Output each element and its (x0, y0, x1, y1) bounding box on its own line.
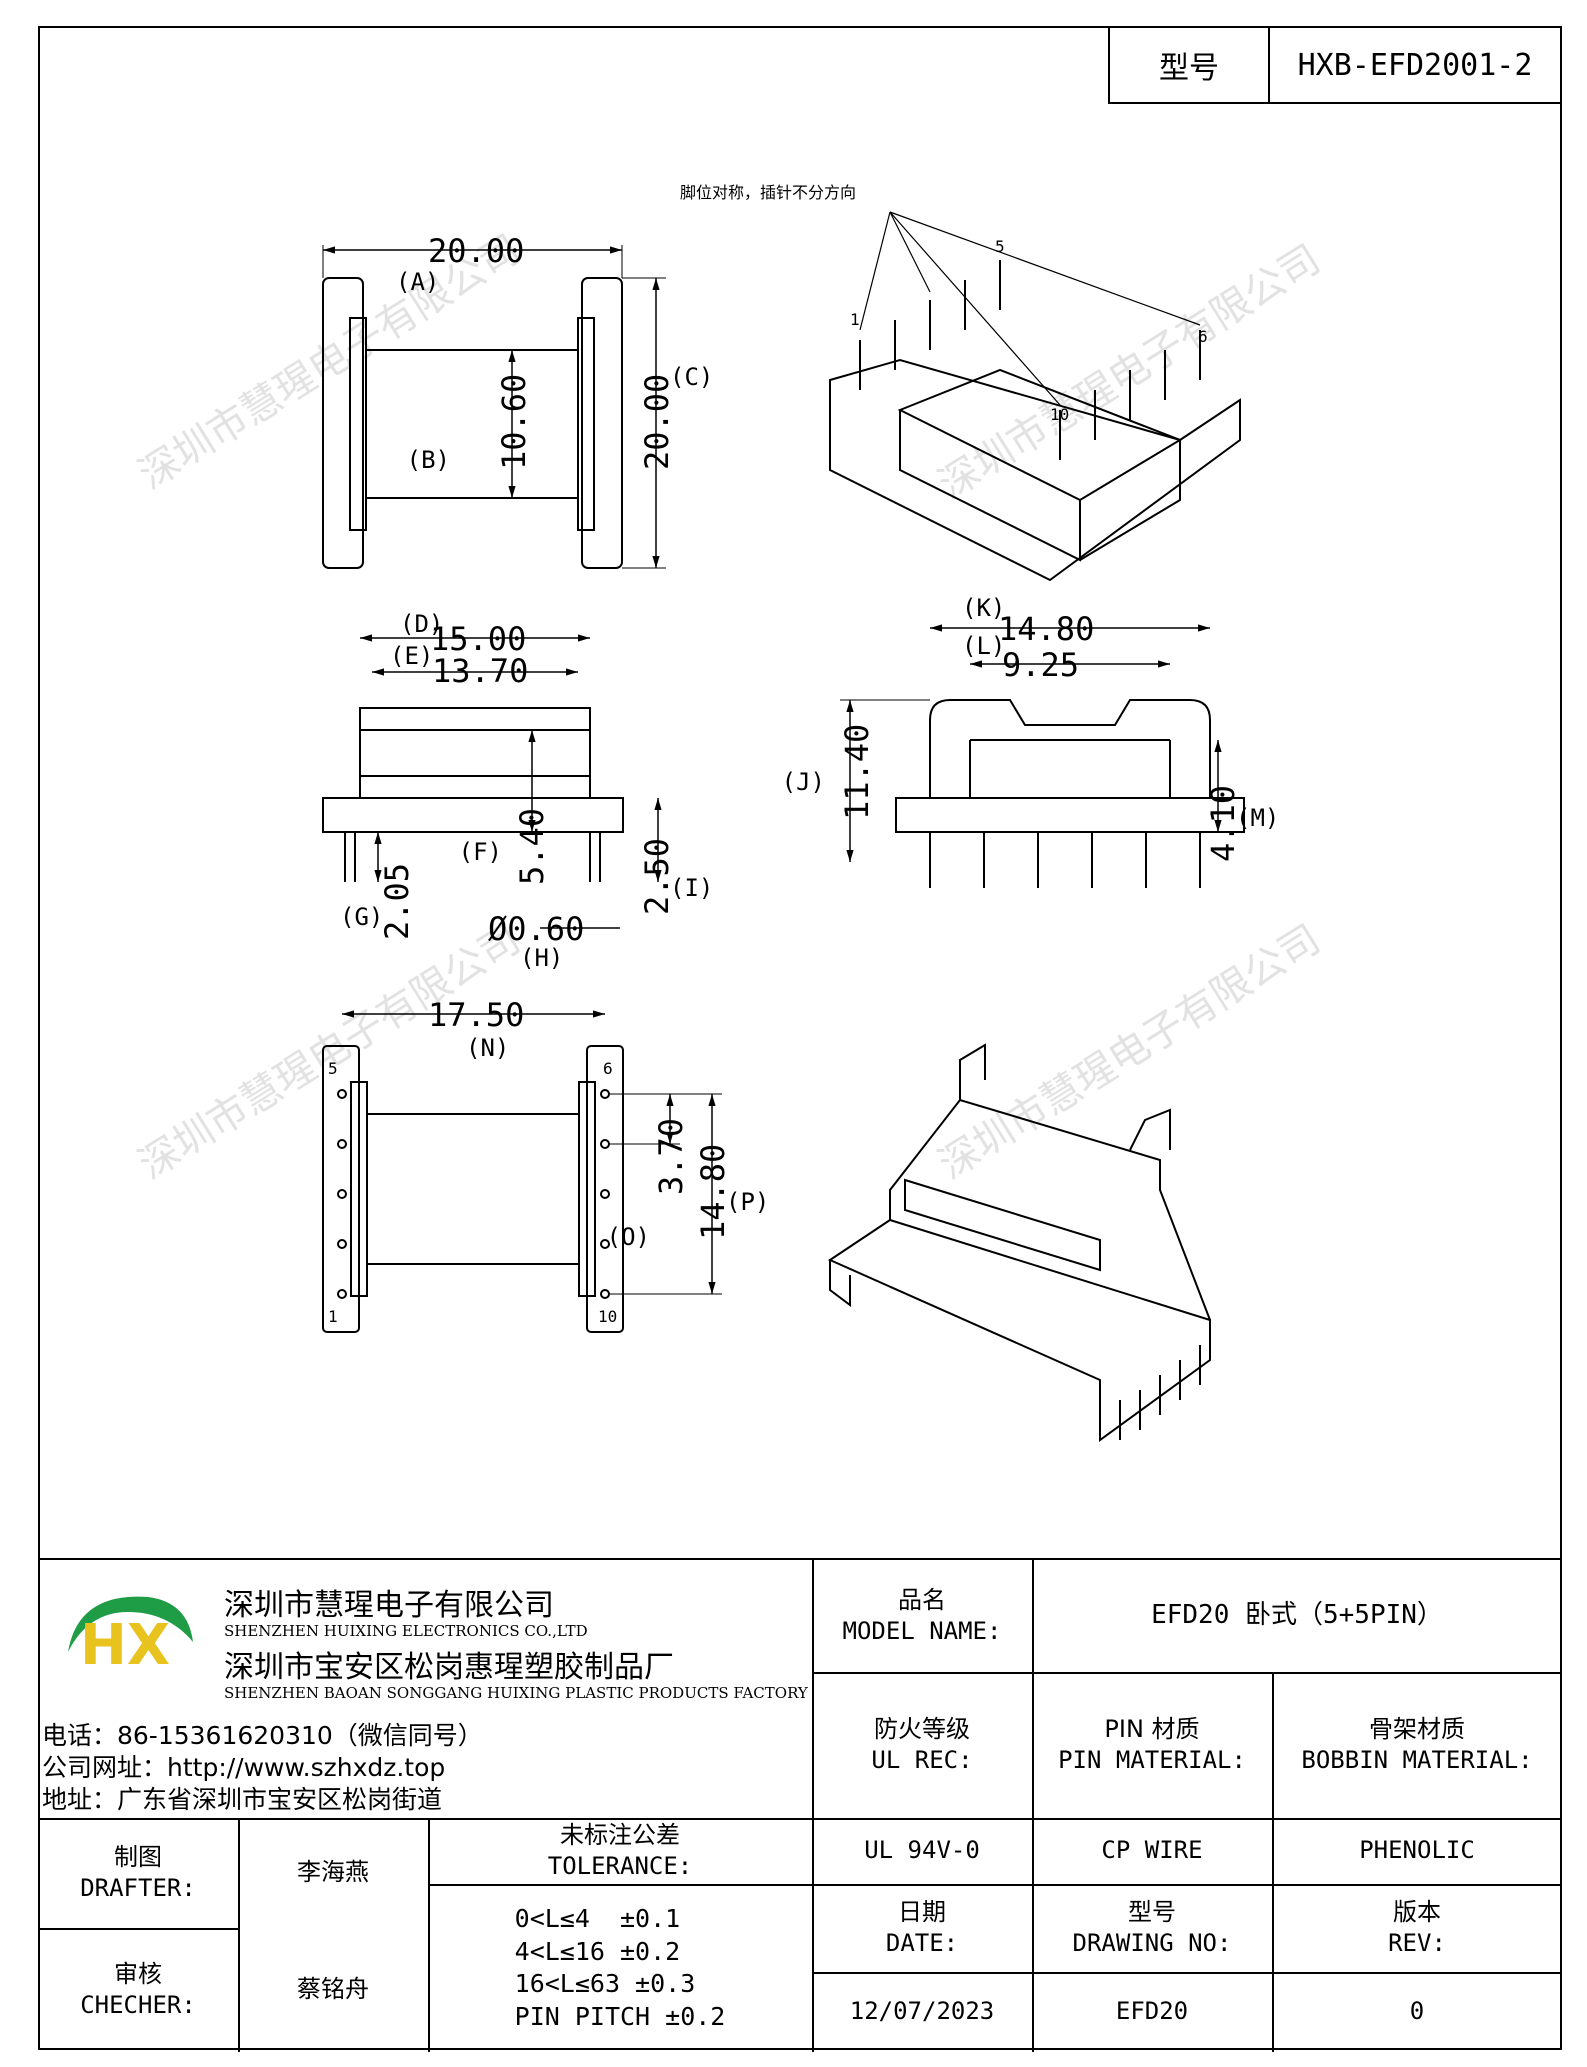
company-phone: 电话：86-15361620310（微信同号） (42, 1721, 483, 1750)
model-value: HXB-EFD2001-2 (1297, 47, 1533, 83)
iso-pin-6: 6 (1198, 327, 1208, 346)
technical-drawing: 深圳市慧瑆电子有限公司 深圳市慧瑆电子有限公司 深圳市慧瑆电子有限公司 深圳市慧… (131, 183, 1329, 1442)
dim-m-tag: (M) (1236, 804, 1279, 832)
side-view (840, 624, 1245, 888)
ul-rec-label: 防火等级 UL REC: (871, 1714, 973, 1774)
rev-label: 版本 REV: (1388, 1897, 1446, 1957)
dim-n-tag: (N) (466, 1034, 509, 1062)
dim-a-value: 20.00 (428, 232, 524, 270)
dim-j-tag: (J) (782, 768, 825, 796)
dim-b-tag: (B) (407, 446, 450, 474)
tolerance-line: 0<L≤4 ±0.1 (514, 1904, 681, 1933)
drawing-sheet-border (38, 26, 1562, 2050)
tolerance-line: 4<L≤16 ±0.2 (514, 1936, 681, 1966)
dim-p-tag: (P) (726, 1188, 769, 1216)
isometric-view-top (829, 211, 1241, 582)
bottom-view (322, 1010, 722, 1333)
bottom-pin-1: 1 (328, 1307, 338, 1326)
tolerance-table: 0<L≤4 ±0.1 4<L≤16 ±0.2 16<L≤63 ±0.3 PIN … (428, 1884, 812, 2052)
watermark-4: 深圳市慧瑆电子有限公司 (931, 916, 1329, 1188)
dim-o-value: 3.70 (652, 1118, 690, 1195)
dim-p-value: 14.80 (694, 1144, 732, 1240)
iso-pin-10: 10 (1050, 405, 1069, 424)
bobbin-material-label: 骨架材质 BOBBIN MATERIAL: (1301, 1714, 1533, 1774)
company-logo: HX (48, 1582, 198, 1692)
company-website: 公司网址：http://www.szhxdz.top (42, 1753, 446, 1782)
model-name-value: EFD20 卧式（5+5PIN） (1151, 1600, 1443, 1631)
checker-label: 审核 CHECHER: (80, 1959, 196, 2019)
dim-d-tag: (D) (400, 610, 443, 638)
top-view (322, 245, 666, 569)
company-name-en: SHENZHEN HUIXING ELECTRONICS CO.,LTD (224, 1622, 588, 1640)
dim-c-value: 20.00 (638, 374, 676, 470)
model-name-label: 品名 MODEL NAME: (842, 1585, 1002, 1645)
logo-swoosh-icon (68, 1596, 193, 1652)
bottom-pin-6: 6 (603, 1059, 613, 1078)
model-number-box: 型号 HXB-EFD2001-2 (1108, 26, 1562, 104)
dim-l-tag: (L) (962, 632, 1005, 660)
tolerance-line: 16<L≤63 ±0.3 (514, 1969, 696, 1998)
dim-g-tag: (G) (340, 903, 383, 931)
tolerance-label: 未标注公差 TOLERANCE: (547, 1820, 693, 1880)
factory-name-cn: 深圳市宝安区松岗惠瑆塑胶制品厂 (224, 1650, 674, 1685)
dim-e-value: 13.70 (432, 652, 528, 690)
pin-note: 脚位对称，插针不分方向 (680, 183, 856, 202)
bobbin-material-value: PHENOLIC (1359, 1836, 1475, 1865)
date-value: 12/07/2023 (849, 1997, 995, 2026)
dim-b-value: 10.60 (495, 374, 533, 470)
isometric-view-bottom (827, 1043, 1211, 1442)
dim-l-value: 9.25 (1002, 646, 1079, 684)
dim-f-value: 5.40 (513, 808, 551, 885)
drafter-name: 李海燕 (297, 1858, 369, 1887)
dim-i-value: 2.50 (638, 838, 676, 915)
bottom-pin-10: 10 (598, 1307, 617, 1326)
dim-h-value: Ø0.60 (488, 910, 584, 948)
dim-m-value: 4.10 (1204, 785, 1242, 862)
checker-name: 蔡铭舟 (297, 1975, 369, 2004)
dim-c-tag: (C) (670, 363, 713, 391)
dim-a-tag: (A) (396, 268, 439, 296)
dim-e-tag: (E) (390, 642, 433, 670)
pin-material-value: CP WIRE (1101, 1836, 1203, 1865)
iso-pin-5: 5 (995, 237, 1005, 256)
bottom-pin-5: 5 (328, 1059, 338, 1078)
drawing-no-value: EFD20 (1115, 1997, 1189, 2026)
pin-material-label: PIN 材质 PIN MATERIAL: (1058, 1714, 1246, 1774)
dim-k-tag: (K) (962, 594, 1005, 622)
dim-n-value: 17.50 (428, 996, 524, 1034)
date-label: 日期 DATE: (885, 1897, 959, 1957)
dim-j-value: 11.40 (838, 724, 876, 820)
dim-f-tag: (F) (459, 838, 502, 866)
dim-o-tag: (O) (607, 1223, 650, 1251)
dim-i-tag: (I) (670, 874, 713, 902)
drawing-no-label: 型号 DRAWING NO: (1072, 1897, 1232, 1957)
dim-g-value: 2.05 (378, 863, 416, 940)
dim-h-tag: (H) (520, 944, 563, 972)
factory-name-en: SHENZHEN BAOAN SONGGANG HUIXING PLASTIC … (224, 1684, 808, 1702)
front-view (322, 634, 662, 929)
logo-text: HX (80, 1613, 170, 1678)
rev-value: 0 (1409, 1997, 1425, 2026)
company-name-cn: 深圳市慧瑆电子有限公司 (224, 1588, 554, 1623)
dim-k-value: 14.80 (998, 610, 1094, 648)
tolerance-line: PIN PITCH ±0.2 (514, 2001, 726, 2031)
dim-d-value: 15.00 (430, 620, 526, 658)
ul-rec-value: UL 94V-0 (864, 1836, 980, 1865)
iso-pin-1: 1 (850, 310, 860, 329)
title-block: HX 深圳市慧瑆电子有限公司 SHENZHEN HUIXING ELECTRON… (38, 1558, 1562, 2052)
model-label: 型号 (1110, 28, 1270, 102)
drafter-label: 制图 DRAFTER: (80, 1842, 196, 1902)
company-address: 地址：广东省深圳市宝安区松岗街道 (42, 1785, 443, 1814)
